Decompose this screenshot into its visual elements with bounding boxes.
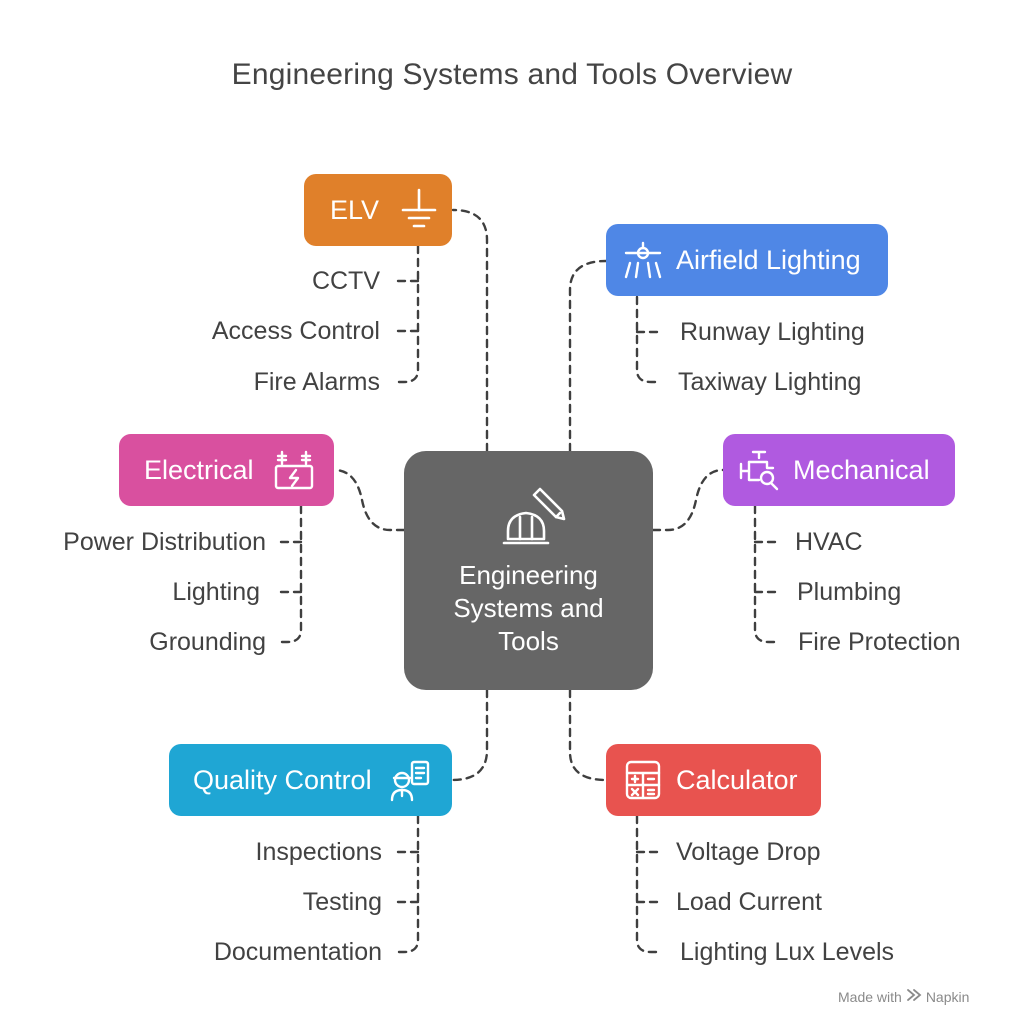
list-item: Fire Alarms bbox=[253, 368, 380, 396]
inspector-clipboard-icon bbox=[388, 758, 432, 802]
list-item: HVAC bbox=[795, 528, 863, 556]
transformer-icon bbox=[272, 448, 316, 492]
list-item: Testing bbox=[302, 888, 382, 916]
category-calculator[interactable]: Calculator bbox=[606, 744, 821, 816]
category-quality-control[interactable]: Quality Control bbox=[169, 744, 452, 816]
footer-brand: Napkin bbox=[925, 988, 970, 1005]
list-item: Documentation bbox=[213, 938, 382, 966]
center-label-line: Engineering bbox=[459, 560, 598, 590]
list-item: Power Distribution bbox=[63, 528, 266, 556]
list-item: Fire Protection bbox=[798, 628, 961, 656]
center-label-line: Tools bbox=[498, 626, 559, 656]
category-label: Electrical bbox=[144, 454, 254, 485]
category-electrical[interactable]: Electrical bbox=[119, 434, 334, 506]
category-airfield-lighting[interactable]: Airfield Lighting bbox=[606, 224, 888, 296]
list-item: CCTV bbox=[311, 267, 380, 295]
list-item: Plumbing bbox=[797, 578, 902, 606]
category-label: Quality Control bbox=[193, 764, 372, 795]
category-label: Calculator bbox=[676, 764, 798, 795]
category-label: Airfield Lighting bbox=[676, 244, 861, 275]
list-item: Lighting bbox=[172, 578, 260, 606]
category-mechanical[interactable]: Mechanical bbox=[723, 434, 955, 506]
hardhat-pencil-icon bbox=[500, 481, 566, 552]
ground-icon bbox=[399, 188, 439, 232]
category-label: Mechanical bbox=[793, 454, 930, 485]
list-item: Taxiway Lighting bbox=[678, 368, 862, 396]
list-item: Runway Lighting bbox=[680, 318, 865, 346]
category-label: ELV bbox=[330, 194, 380, 225]
category-elv[interactable]: ELV bbox=[304, 174, 452, 246]
calculator-icon bbox=[624, 759, 662, 801]
airplane-icon bbox=[622, 239, 664, 281]
footer-prefix: Made with bbox=[838, 988, 902, 1005]
center-label-line: Systems and bbox=[453, 593, 604, 623]
list-item: Voltage Drop bbox=[676, 838, 821, 866]
list-item: Grounding bbox=[149, 628, 266, 656]
made-with-napkin-footer: Made with Napkin bbox=[838, 988, 969, 1005]
napkin-logo-icon bbox=[906, 988, 922, 1005]
center-node: Engineering Systems and Tools bbox=[404, 451, 653, 690]
valve-inspect-icon bbox=[737, 448, 781, 492]
list-item: Lighting Lux Levels bbox=[680, 938, 895, 966]
list-item: Load Current bbox=[676, 888, 822, 916]
list-item: Access Control bbox=[211, 317, 380, 345]
list-item: Inspections bbox=[255, 838, 382, 866]
diagram-title: Engineering Systems and Tools Overview bbox=[231, 58, 793, 91]
